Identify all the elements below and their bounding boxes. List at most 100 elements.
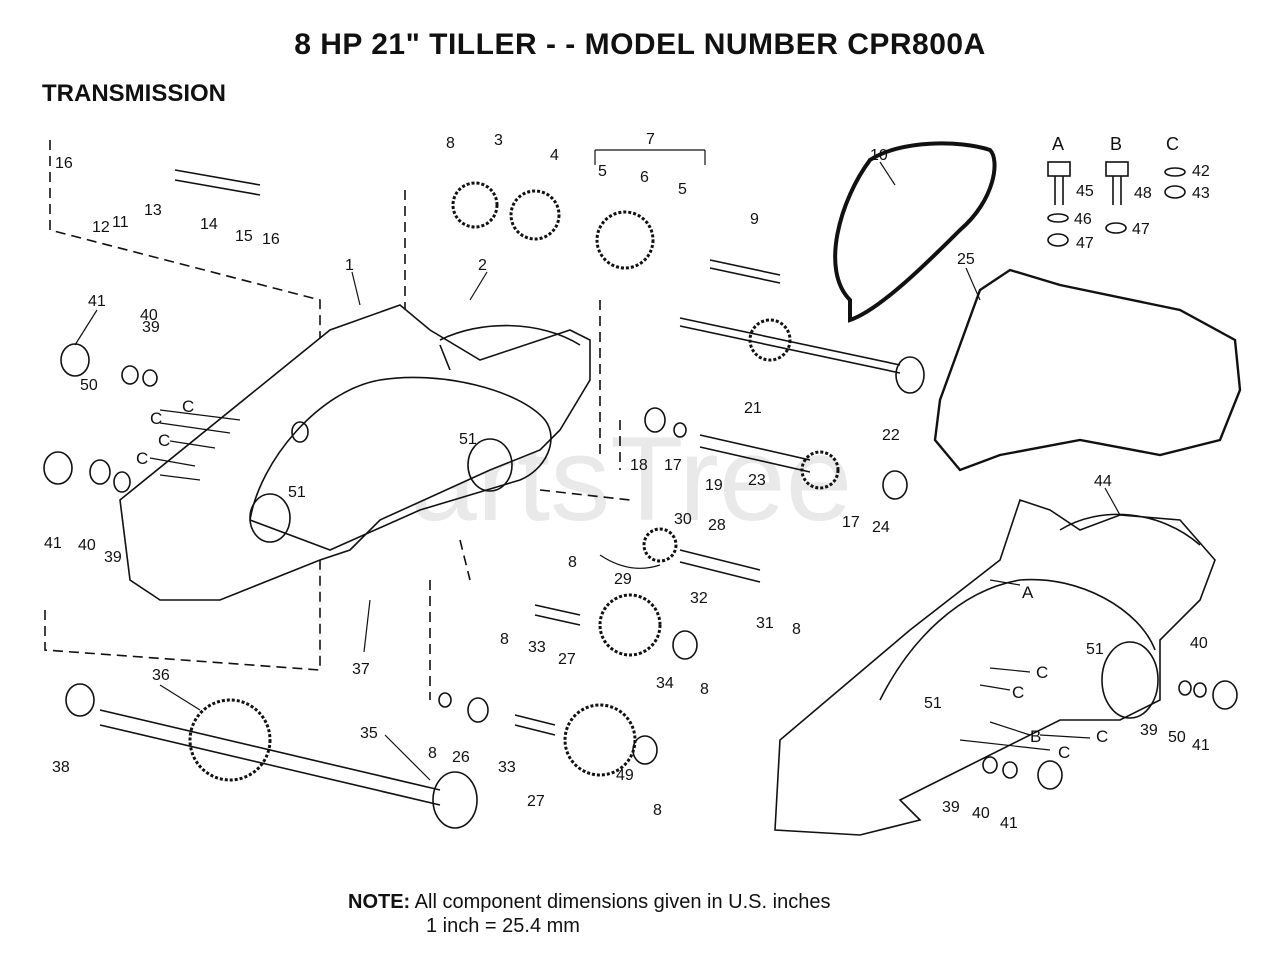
part-label: 18 (630, 457, 648, 474)
kit-part-label: 47 (1076, 235, 1094, 252)
part-label: 11 (112, 214, 129, 231)
kit-letter-a: A (1052, 134, 1064, 154)
kit-part-label: 45 (1076, 183, 1094, 200)
part-label: 28 (708, 517, 726, 534)
part-label: 31 (756, 615, 774, 632)
part-label: 33 (528, 639, 546, 656)
gasket (933, 268, 1242, 472)
part-label: 5 (678, 181, 687, 198)
kit-legend: A B C 42 43 45 46 47 48 47 (1052, 134, 1210, 252)
diagram-title: 8 HP 21" TILLER - - MODEL NUMBER CPR800A (294, 28, 986, 61)
part-label: 44 (1094, 473, 1112, 490)
part-label: 40 (1190, 635, 1208, 652)
part-label: 25 (957, 251, 975, 268)
part-label: 8 (428, 745, 437, 762)
part-label: 50 (1168, 729, 1186, 746)
part-label: 8 (792, 621, 801, 638)
gears (188, 181, 840, 782)
arrows (149, 409, 1091, 751)
shafts (99, 169, 901, 806)
part-label: 27 (558, 651, 576, 668)
callout-letter: C (150, 409, 162, 428)
part-label: 41 (1192, 737, 1210, 754)
part-label: 40 (78, 537, 96, 554)
part-label: 15 (235, 228, 253, 245)
bearings (43, 343, 1238, 829)
guide-lines (44, 140, 631, 700)
kit-part-label: 42 (1192, 163, 1210, 180)
part-label: 1 (345, 257, 354, 274)
leader-lines (74, 149, 1121, 781)
callout-letters: A B C C C C C C C C (136, 397, 1108, 762)
part-label: 9 (750, 211, 759, 228)
part-label: 41 (44, 535, 62, 552)
part-label: 39 (104, 549, 122, 566)
callout-letter: C (1058, 743, 1070, 762)
part-label: 39 (142, 319, 160, 336)
callout-letter: C (1096, 727, 1108, 746)
part-label: 51 (459, 431, 477, 448)
callout-letter: C (1012, 683, 1024, 702)
part-label: 35 (360, 725, 378, 742)
part-label: 51 (1086, 641, 1104, 658)
part-label: 16 (55, 155, 73, 172)
part-label: 40 (972, 805, 990, 822)
part-label: 5 (598, 163, 607, 180)
part-label: 41 (1000, 815, 1018, 832)
kit-part-label: 46 (1074, 211, 1092, 228)
part-label: 24 (872, 519, 890, 536)
part-label: 38 (52, 759, 70, 776)
part-labels: 1 2 3 4 5 5 6 7 8 8 8 8 8 8 8 9 10 11 12… (44, 131, 1210, 832)
part-label: 41 (88, 293, 106, 310)
kit-letter-b: B (1110, 134, 1122, 154)
part-label: 37 (352, 661, 370, 678)
part-label: 21 (744, 400, 762, 417)
part-label: 26 (452, 749, 470, 766)
part-label: 50 (80, 377, 98, 394)
part-label: 4 (550, 147, 559, 164)
part-label: 17 (842, 514, 860, 531)
part-label: 7 (646, 131, 655, 148)
part-label: 29 (614, 571, 632, 588)
part-label: 17 (664, 457, 682, 474)
part-label: 8 (568, 554, 577, 571)
kit-part-label: 48 (1134, 185, 1152, 202)
callout-letter: C (1036, 663, 1048, 682)
part-label: 33 (498, 759, 516, 776)
part-label: 6 (640, 169, 649, 186)
kit-part-label: 47 (1132, 221, 1150, 238)
part-label: 32 (690, 590, 708, 607)
part-label: 30 (674, 511, 692, 528)
part-label: 40 (140, 307, 158, 324)
section-heading: TRANSMISSION (42, 80, 227, 107)
dimensions-note: NOTE: All component dimensions given in … (348, 890, 830, 938)
callout-letter: C (158, 431, 170, 450)
part-label: 27 (527, 793, 545, 810)
part-label: 23 (748, 472, 766, 489)
kit-letter-c: C (1166, 134, 1179, 154)
part-label: 34 (656, 675, 674, 692)
part-label: 51 (288, 484, 306, 501)
part-label: 51 (924, 695, 942, 712)
note-line-1: All component dimensions given in U.S. i… (414, 891, 831, 913)
part-label: 16 (262, 231, 280, 248)
part-label: 13 (144, 202, 162, 219)
part-label: 8 (653, 802, 662, 819)
part-label: 8 (500, 631, 509, 648)
note-line-2: 1 inch = 25.4 mm (426, 915, 580, 937)
part-label: 8 (446, 135, 455, 152)
callout-letter: A (1022, 583, 1034, 602)
right-housing (774, 498, 1216, 836)
callout-letter: B (1030, 727, 1041, 746)
kit-hardware (1047, 161, 1186, 247)
callout-letter: C (182, 397, 194, 416)
part-label: 10 (870, 147, 888, 164)
part-label: 12 (92, 219, 110, 236)
kit-part-label: 43 (1192, 185, 1210, 202)
part-label: 39 (1140, 722, 1158, 739)
part-label: 36 (152, 667, 170, 684)
part-label: 39 (942, 799, 960, 816)
drive-chain (833, 141, 997, 323)
part-label: 8 (700, 681, 709, 698)
